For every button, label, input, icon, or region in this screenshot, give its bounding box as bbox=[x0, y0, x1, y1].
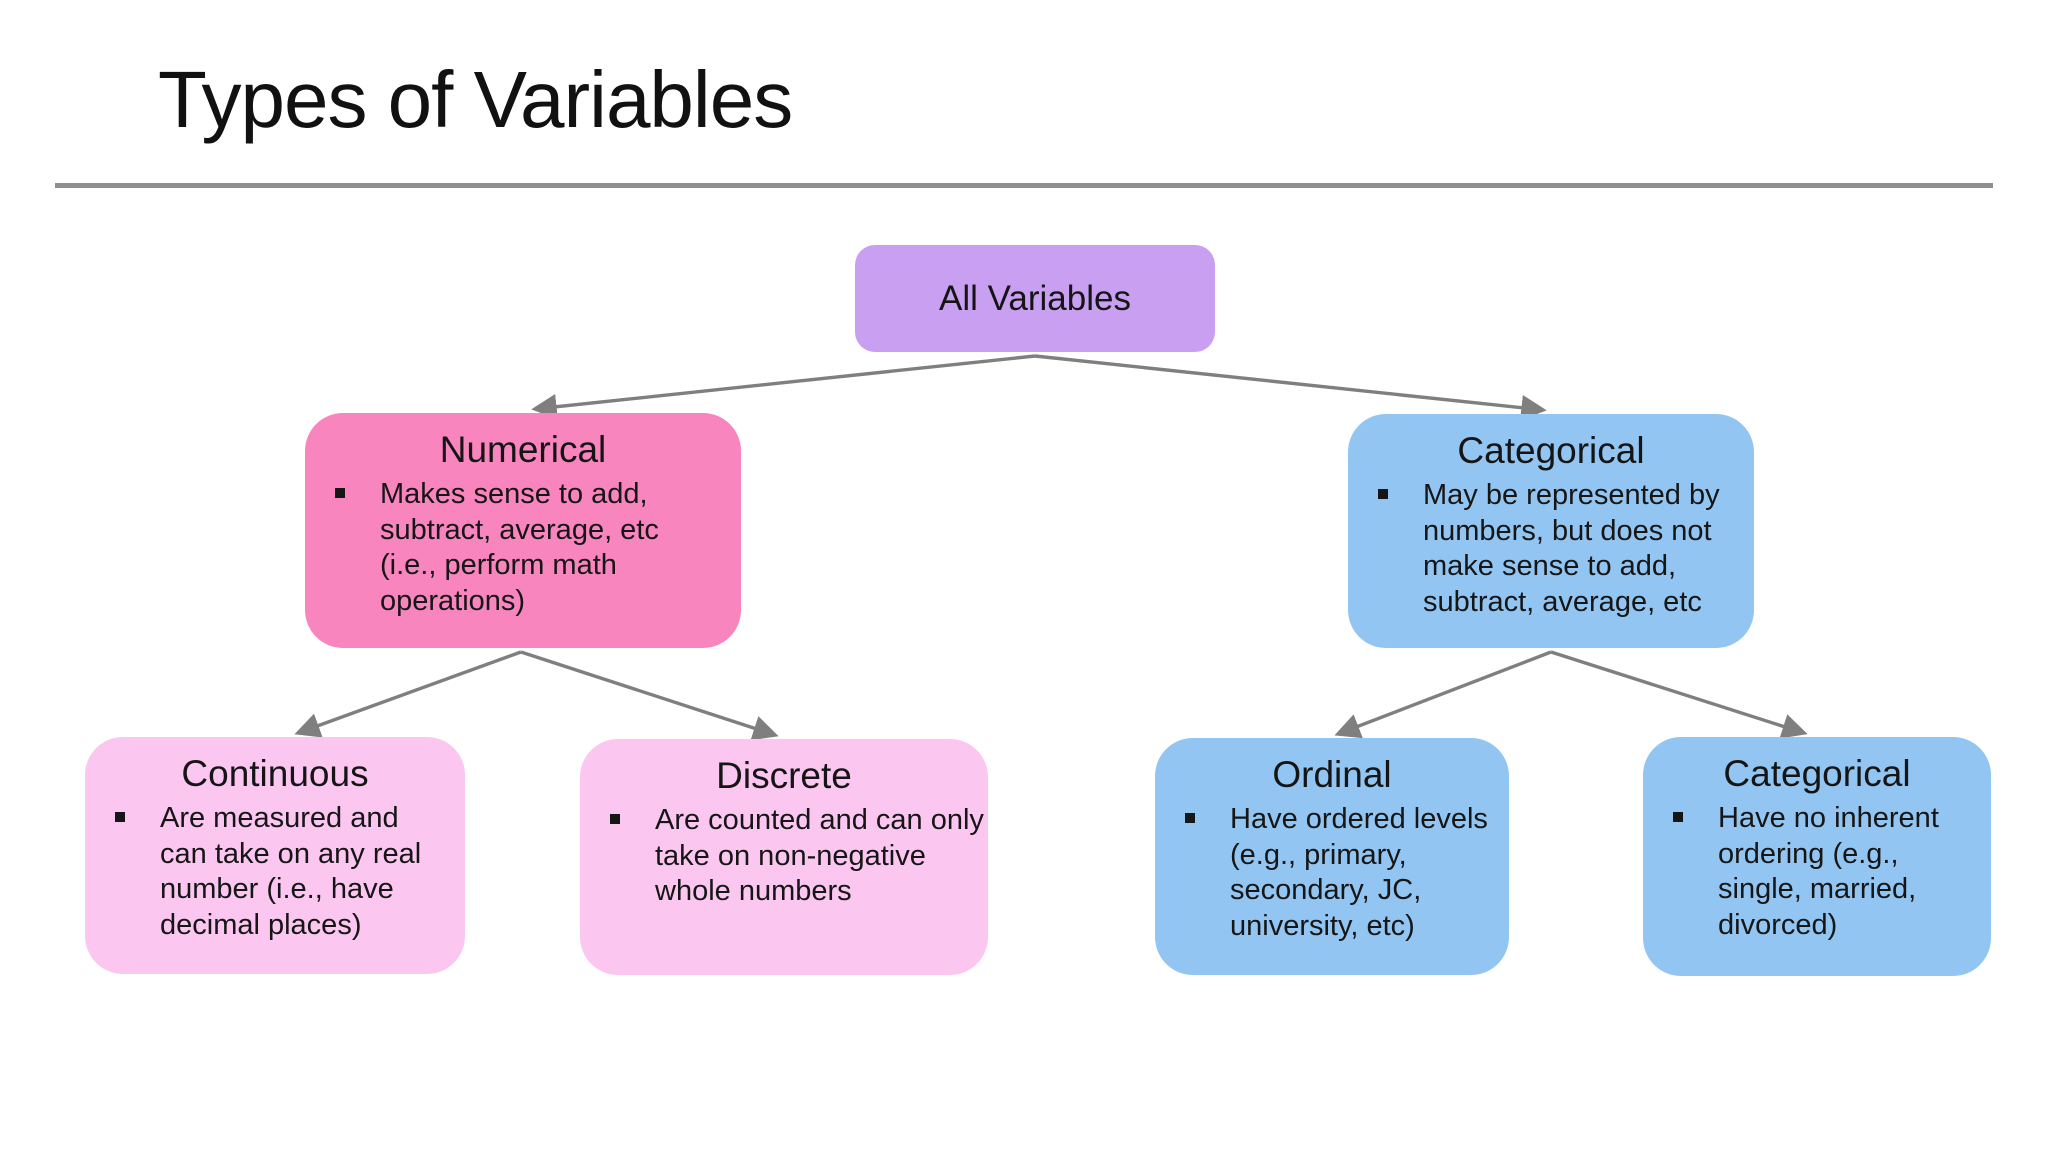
bullet-marker-icon bbox=[1185, 802, 1230, 823]
bullet-marker-icon bbox=[115, 801, 160, 822]
bullet-text: Have ordered levels (e.g., primary, seco… bbox=[1230, 803, 1488, 942]
node-all-variables: All Variables bbox=[855, 245, 1215, 352]
bullet-text: May be represented by numbers, but does … bbox=[1423, 479, 1720, 618]
bullet-text: Have no inherent ordering (e.g., single,… bbox=[1718, 802, 1939, 941]
node-ordinal-label: Ordinal bbox=[1272, 754, 1392, 795]
node-categorical: Categorical May be represented by number… bbox=[1348, 414, 1754, 648]
node-ordinal: Ordinal Have ordered levels (e.g., prima… bbox=[1155, 738, 1509, 975]
node-continuous-label: Continuous bbox=[181, 753, 369, 794]
bullet-marker-icon bbox=[610, 803, 655, 824]
connector-numerical-discrete bbox=[520, 650, 779, 741]
node-discrete-bullet: Are counted and can only take on non-neg… bbox=[580, 803, 988, 909]
bullet-text: Makes sense to add, subtract, average, e… bbox=[380, 478, 659, 617]
node-numerical-bullet: Makes sense to add, subtract, average, e… bbox=[305, 477, 741, 619]
bullet-text: Are measured and can take on any real nu… bbox=[160, 802, 422, 941]
node-categorical-nominal-label: Categorical bbox=[1723, 753, 1911, 794]
node-categorical-nominal-bullet: Have no inherent ordering (e.g., single,… bbox=[1643, 801, 1991, 943]
bullet-marker-icon bbox=[335, 477, 380, 498]
connector-categorical-ordinal bbox=[1334, 650, 1552, 739]
node-categorical-nominal: Categorical Have no inherent ordering (e… bbox=[1643, 737, 1991, 976]
node-all-variables-label: All Variables bbox=[939, 278, 1131, 318]
node-categorical-bullet: May be represented by numbers, but does … bbox=[1348, 478, 1754, 620]
node-discrete-label: Discrete bbox=[716, 755, 852, 796]
connector-root-categorical bbox=[1034, 354, 1547, 421]
node-ordinal-bullet: Have ordered levels (e.g., primary, seco… bbox=[1155, 802, 1509, 944]
node-numerical-label: Numerical bbox=[439, 429, 607, 470]
connector-categorical-categorical bbox=[1550, 650, 1808, 739]
connector-numerical-continuous bbox=[294, 650, 522, 738]
node-continuous: Continuous Are measured and can take on … bbox=[85, 737, 465, 974]
bullet-marker-icon bbox=[1378, 478, 1423, 499]
title-divider bbox=[55, 183, 1993, 188]
node-continuous-bullet: Are measured and can take on any real nu… bbox=[85, 801, 465, 943]
node-categorical-label: Categorical bbox=[1457, 430, 1645, 471]
page-title: Types of Variables bbox=[158, 55, 793, 144]
node-discrete: Discrete Are counted and can only take o… bbox=[580, 739, 988, 975]
node-numerical: Numerical Makes sense to add, subtract, … bbox=[305, 413, 741, 648]
connector-root-numerical bbox=[531, 354, 1036, 420]
bullet-marker-icon bbox=[1673, 801, 1718, 822]
bullet-text: Are counted and can only take on non-neg… bbox=[655, 804, 984, 908]
